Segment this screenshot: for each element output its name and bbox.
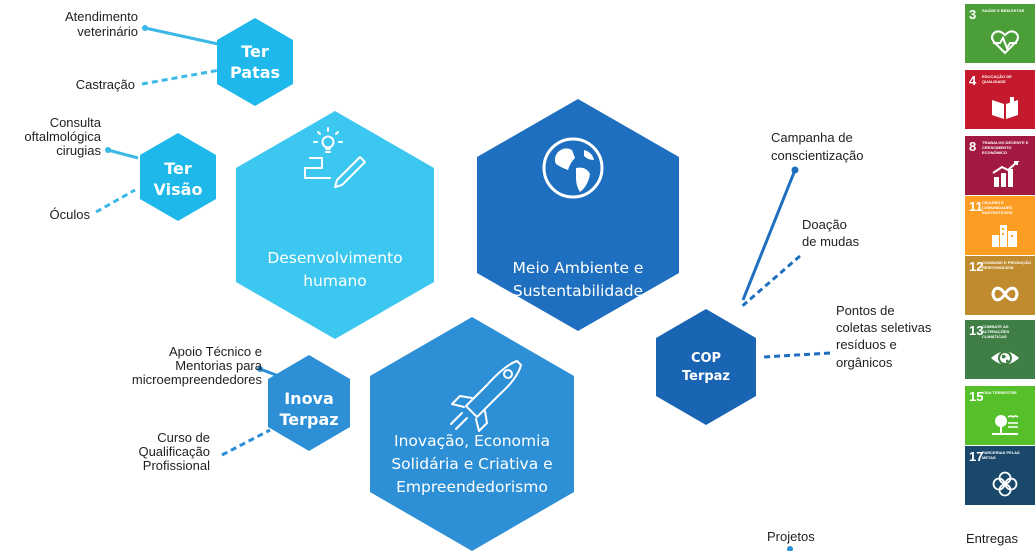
- hexagon-cop-terpaz: [656, 309, 756, 425]
- label-campanha-line1: Campanha de: [771, 130, 853, 145]
- growth-chart-icon: [992, 161, 1020, 187]
- ods-number: 4: [969, 73, 977, 88]
- label-pontos-line3: resíduos e: [836, 337, 897, 352]
- ods-tile-8: 8 TRABALHO DECENTE E CRESCIMENTO ECONÔMI…: [965, 136, 1035, 195]
- label-curso-line2: Qualificação: [138, 444, 210, 459]
- connector-oculos: [95, 188, 136, 214]
- inovacao-line2: Solidária e Criativa e: [391, 455, 552, 473]
- label-consulta-line2: oftalmológica: [24, 129, 101, 144]
- heartbeat-icon: [991, 30, 1019, 55]
- ods-number: 15: [969, 389, 984, 404]
- ods-tile-12: 12 CONSUMO E PRODUÇÃO RESPONSÁVEIS: [965, 256, 1035, 315]
- ods-title: SAÚDE E BEM-ESTAR: [982, 8, 1025, 13]
- rocket-icon: [450, 360, 522, 432]
- connector-castracao: [141, 68, 221, 86]
- connector-dot-consulta: [105, 147, 111, 153]
- ods-number: 8: [969, 139, 977, 154]
- legend-entregas: Entregas: [966, 531, 1019, 546]
- connector-dot-apoio: [257, 366, 263, 372]
- label-atendimento-line2: veterinário: [77, 24, 138, 39]
- connector-lines: [95, 25, 831, 457]
- ods-title: CONSUMO E PRODUÇÃO RESPONSÁVEIS: [982, 260, 1032, 270]
- cop-terpaz-line2: Terpaz: [682, 369, 730, 384]
- eye-globe-icon: [991, 351, 1019, 365]
- ods-tile-17: 17 PARCERIAS PELAS METAS: [965, 446, 1035, 505]
- connector-dot-campanha: [791, 166, 799, 174]
- meio-ambiente-line2: Sustentabilidade: [513, 282, 643, 300]
- label-pontos-line1: Pontos de: [836, 303, 895, 318]
- label-pontos-line4: orgânicos: [836, 355, 893, 370]
- connector-consulta: [107, 148, 139, 160]
- ods-number: 12: [969, 259, 984, 274]
- lightbulb-pencil-icon: [304, 127, 366, 188]
- ods-number: 13: [969, 323, 984, 338]
- label-castracao: Castração: [76, 77, 135, 92]
- connector-pontos: [763, 351, 831, 359]
- ter-visao-line2: Visão: [154, 180, 203, 199]
- label-consulta-line3: cirugias: [56, 143, 101, 158]
- inovacao-line1: Inovação, Economia: [394, 432, 550, 450]
- label-consulta-line1: Consulta: [50, 115, 102, 130]
- connector-doacao: [739, 254, 801, 310]
- legend-projetos-dot: [787, 546, 793, 551]
- ods-tile-4: 4 EDUCAÇÃO DE QUALIDADE: [965, 70, 1035, 129]
- connector-campanha: [741, 169, 797, 301]
- partnership-rings-icon: [992, 471, 1018, 497]
- label-campanha-line2: conscientização: [771, 148, 864, 163]
- label-oculos: Óculos: [50, 207, 91, 222]
- inova-terpaz-line1: Inova: [284, 389, 334, 408]
- ods-number: 3: [969, 7, 977, 22]
- ods-number: 11: [969, 199, 983, 214]
- hexagon-inovacao: [370, 317, 574, 551]
- ods-tile-15: 15 VIDA TERRESTRE: [965, 386, 1035, 445]
- label-doacao-line1: Doação: [802, 217, 847, 232]
- book-icon: [992, 97, 1018, 119]
- tree-bird-icon: [992, 415, 1019, 435]
- ods-number: 17: [969, 449, 984, 464]
- hexagon-desenvolvimento: [236, 111, 434, 339]
- ods-title: EDUCAÇÃO DE QUALIDADE: [982, 74, 1012, 84]
- ter-patas-line1: Ter: [241, 42, 269, 61]
- hexagon-ter-patas: [217, 18, 293, 106]
- inova-terpaz-line2: Terpaz: [279, 410, 338, 429]
- inovacao-line3: Empreendedorismo: [396, 478, 548, 496]
- ods-title: VIDA TERRESTRE: [982, 390, 1017, 395]
- label-doacao-line2: de mudas: [802, 234, 860, 249]
- ter-patas-line2: Patas: [230, 63, 280, 82]
- ods-title: CIDADES E COMUNIDADES SUSTENTÁVEIS: [982, 200, 1013, 215]
- hexagon-ter-visao: [140, 133, 216, 221]
- label-apoio-line1: Apoio Técnico e: [169, 344, 262, 359]
- label-atendimento-line1: Atendimento: [65, 9, 138, 24]
- label-pontos-line2: coletas seletivas: [836, 320, 932, 335]
- ods-tile-11: 11 CIDADES E COMUNIDADES SUSTENTÁVEIS: [965, 196, 1035, 255]
- ter-visao-line1: Ter: [164, 159, 192, 178]
- globe-icon: [542, 137, 604, 199]
- legend-projetos: Projetos: [767, 529, 815, 544]
- label-curso-line3: Profissional: [143, 458, 210, 473]
- city-icon: [992, 225, 1017, 247]
- ods-tile-13: 13 COMBATE ÀS ALTERAÇÕES CLIMÁTICAS: [965, 320, 1035, 379]
- desenvolvimento-line1: Desenvolvimento: [267, 249, 402, 267]
- ods-title: PARCERIAS PELAS METAS: [982, 450, 1020, 460]
- label-apoio-line3: microempreendedores: [132, 372, 263, 387]
- label-curso-line1: Curso de: [157, 430, 210, 445]
- label-apoio-line2: Mentorias para: [175, 358, 262, 373]
- connector-curso: [221, 428, 271, 457]
- connector-dot-atendimento: [142, 25, 148, 31]
- ods-title: COMBATE ÀS ALTERAÇÕES CLIMÁTICAS: [982, 324, 1010, 339]
- cop-terpaz-line1: COP: [691, 351, 721, 366]
- hexagon-inova-terpaz: [268, 355, 350, 451]
- desenvolvimento-line2: humano: [303, 272, 367, 290]
- ods-tile-3: 3 SAÚDE E BEM-ESTAR: [965, 4, 1035, 63]
- ods-title: TRABALHO DECENTE E CRESCIMENTO ECONÔMICO: [982, 140, 1029, 155]
- hexagon-meio-ambiente: [477, 99, 679, 331]
- connector-atendimento: [144, 26, 219, 46]
- meio-ambiente-line1: Meio Ambiente e: [513, 259, 644, 277]
- infinity-icon: [991, 286, 1019, 302]
